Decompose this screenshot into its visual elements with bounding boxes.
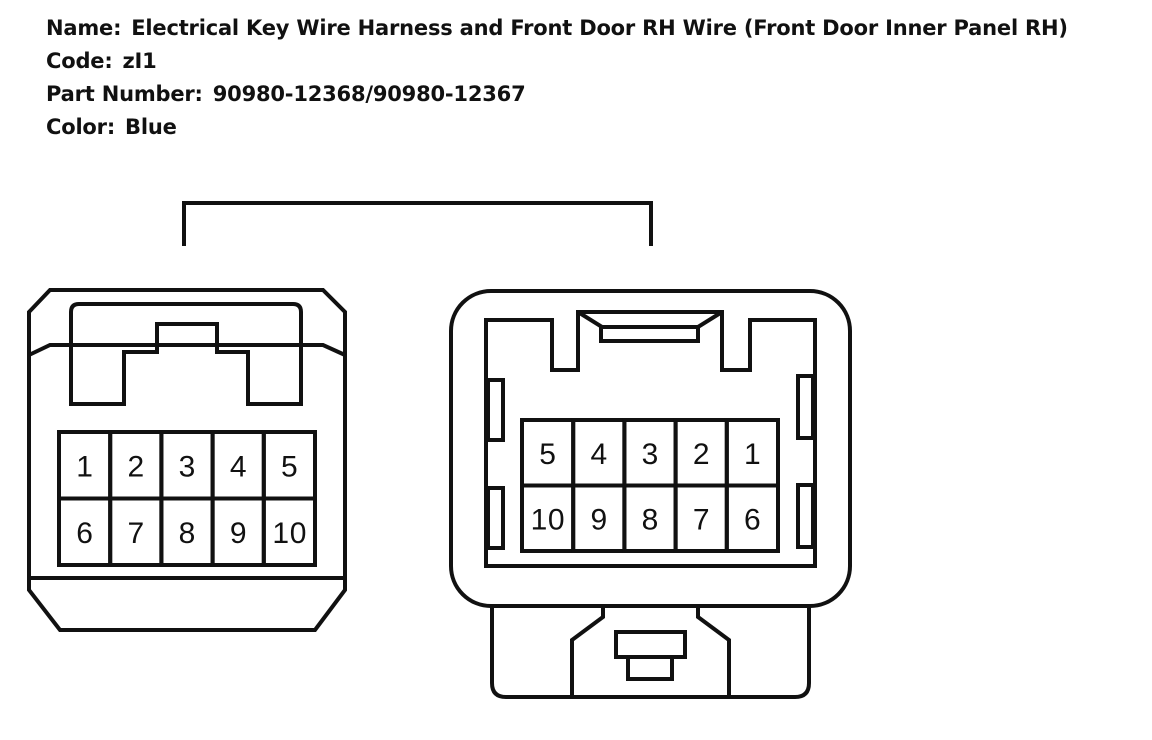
color-label: Color: — [46, 115, 116, 139]
right-pin-cell-6 — [724, 483, 780, 553]
right-pin-label-7: 7 — [693, 503, 710, 536]
right-pin-label-1: 1 — [744, 438, 761, 471]
pin-layer: 1 2 3 4 5 6 7 8 9 10 5 4 3 2 1 10 9 8 7 6 — [57, 418, 780, 567]
right-connector-left-slot-upper — [486, 378, 505, 442]
right-connector-right-slot-lower — [796, 483, 815, 549]
name-value: Electrical Key Wire Harness and Front Do… — [131, 16, 1068, 40]
left-connector-ledge — [28, 343, 346, 357]
left-pin-cell-10 — [261, 496, 317, 567]
right-connector-top-notch — [576, 310, 724, 329]
right-connector-housing-base — [490, 604, 811, 699]
color-value: Blue — [125, 115, 177, 139]
right-pin-label-8: 8 — [642, 503, 659, 536]
name-row: Name: Electrical Key Wire Harness and Fro… — [46, 12, 1068, 45]
part-number-value: 90980-12368/90980-12367 — [212, 82, 526, 106]
right-pin-label-10: 10 — [531, 503, 565, 536]
right-pin-label-9: 9 — [590, 503, 607, 536]
name-label: Name: — [46, 16, 122, 40]
right-pin-label-3: 3 — [642, 438, 659, 471]
left-pin-label-10: 10 — [272, 517, 306, 550]
right-connector-lock-tab — [614, 630, 687, 659]
right-connector-lock-foot — [626, 655, 674, 681]
part-number-label: Part Number: — [46, 82, 203, 106]
right-connector-left-slot-lower — [486, 486, 505, 550]
right-connector-top-key — [599, 325, 700, 343]
right-connector — [449, 289, 852, 699]
left-pin-label-7: 7 — [127, 517, 144, 550]
color-row: Color: Blue — [46, 111, 1068, 144]
left-pin-label-2: 2 — [127, 450, 144, 483]
right-connector-outline — [449, 289, 852, 608]
left-pin-label-8: 8 — [179, 517, 196, 550]
code-label: Code: — [46, 49, 113, 73]
right-pin-label-2: 2 — [693, 438, 710, 471]
left-pin-label-3: 3 — [179, 450, 196, 483]
left-connector-latch — [69, 302, 303, 406]
left-pin-label-6: 6 — [76, 517, 93, 550]
right-connector-right-slot-upper — [796, 374, 815, 440]
left-pin-label-1: 1 — [76, 450, 93, 483]
connector-pair-bracket — [182, 201, 653, 246]
right-pin-label-4: 4 — [590, 438, 607, 471]
left-pin-label-5: 5 — [281, 450, 298, 483]
code-value: zI1 — [122, 49, 157, 73]
left-connector-outline — [27, 288, 347, 632]
connector-info: Name: Electrical Key Wire Harness and Fro… — [46, 12, 1068, 144]
code-row: Code: zI1 — [46, 45, 1068, 78]
part-number-row: Part Number: 90980-12368/90980-12367 — [46, 78, 1068, 111]
right-pin-label-5: 5 — [539, 438, 556, 471]
right-connector-lock-right — [696, 606, 731, 697]
right-pin-label-6: 6 — [744, 503, 761, 536]
right-connector-lock-left — [570, 606, 605, 697]
left-pin-label-9: 9 — [230, 517, 247, 550]
left-pin-label-4: 4 — [230, 450, 247, 483]
